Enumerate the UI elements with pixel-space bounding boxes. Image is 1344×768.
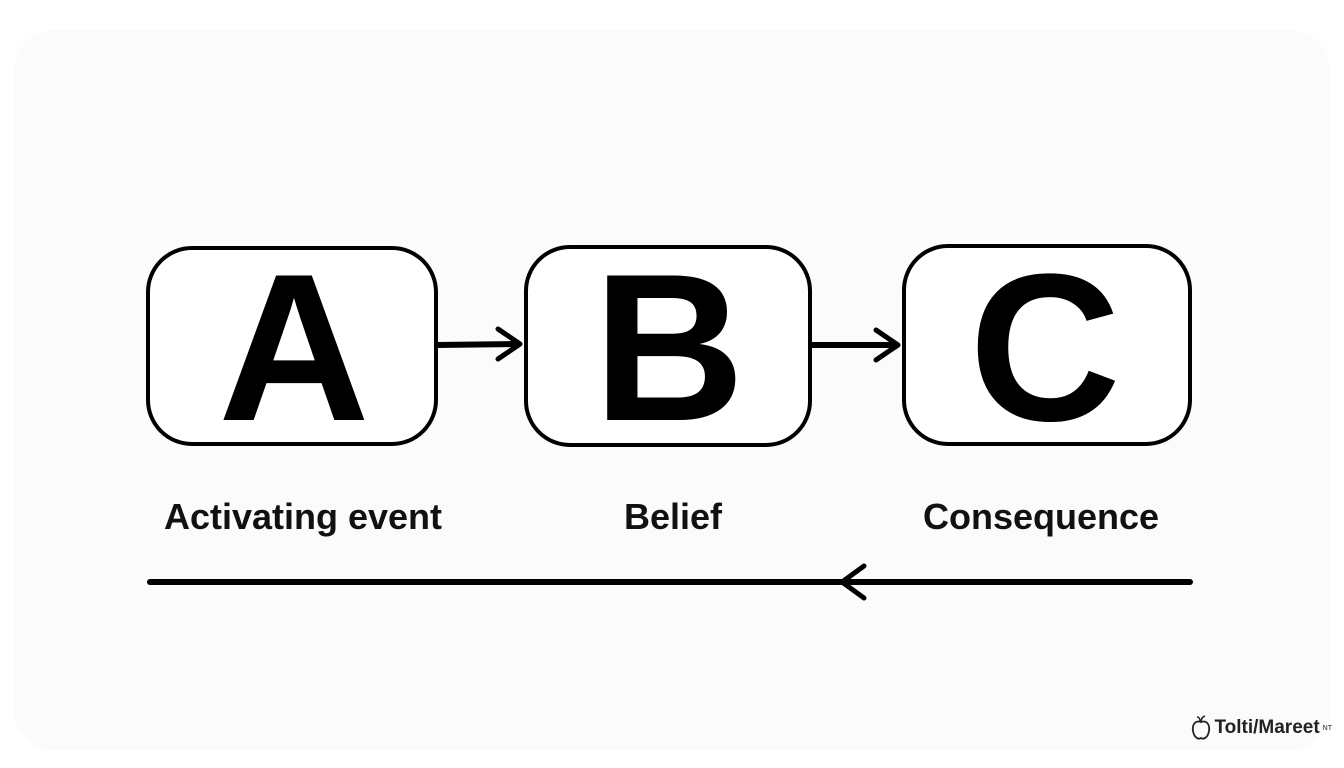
arrow-b-to-c (810, 327, 901, 363)
box-c: C (902, 230, 1192, 465)
box-c-letter: C (969, 230, 1121, 465)
arrow-a-to-b (435, 326, 523, 362)
arrow-right-icon (873, 327, 901, 363)
caption-activating-event: Activating event (163, 496, 443, 537)
arrow-a-to-b-shaft (435, 341, 521, 348)
arrow-left-icon (839, 563, 867, 601)
watermark-text: Tolti/Mareet (1214, 717, 1320, 738)
box-a-letter: A (218, 230, 370, 465)
caption-consequence: Consequence (922, 496, 1160, 537)
box-b-letter: B (593, 230, 745, 465)
box-a: A (146, 230, 438, 465)
feedback-arrow (147, 563, 1193, 601)
box-a-frame (146, 246, 438, 446)
caption-belief: Belief (623, 496, 723, 537)
watermark-superscript: NT (1322, 724, 1332, 732)
apple-logo-icon (1192, 715, 1211, 740)
arrow-right-icon (495, 326, 523, 362)
box-b: B (524, 230, 812, 465)
box-c-frame (902, 244, 1192, 446)
